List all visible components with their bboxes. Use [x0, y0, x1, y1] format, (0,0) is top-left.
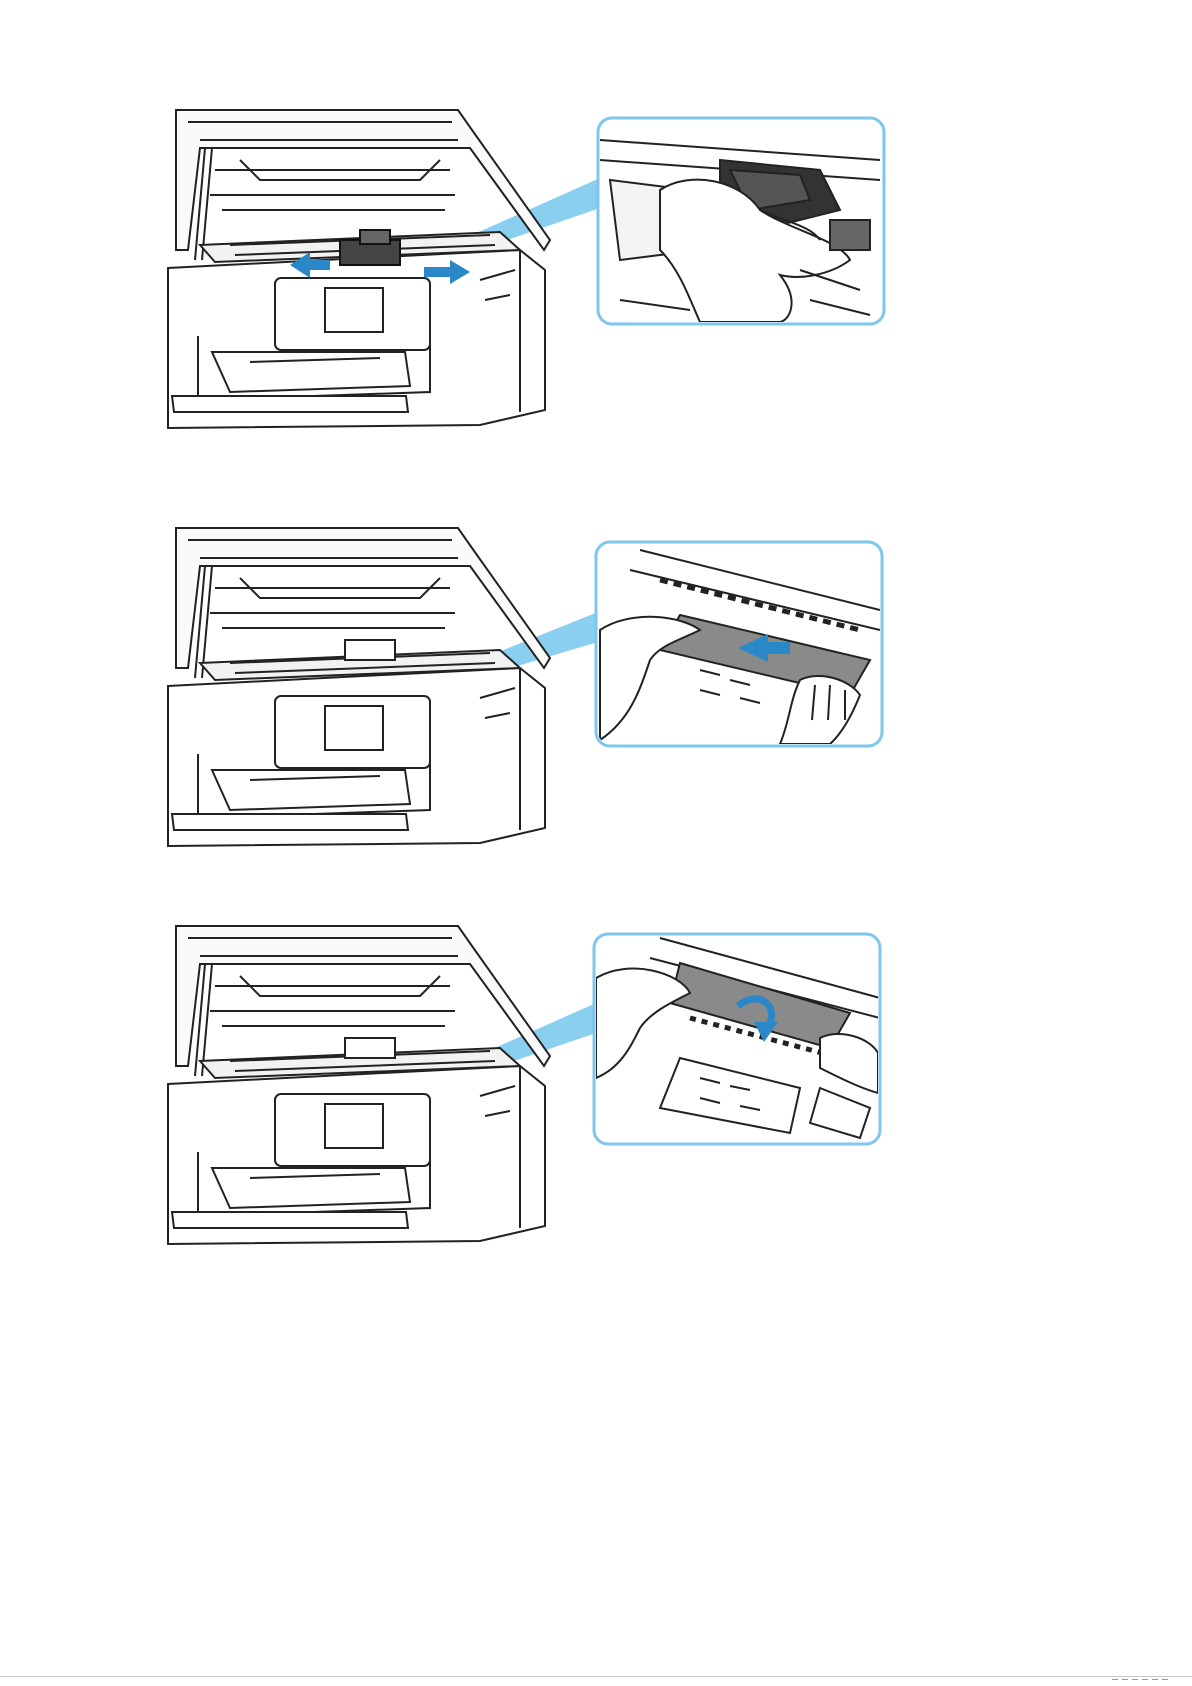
callout-detail-2	[596, 542, 882, 746]
step-3-illustration	[0, 918, 1192, 1253]
printer-illustration-1	[0, 100, 1192, 445]
printer-icon	[168, 926, 550, 1244]
printer-illustration-3	[0, 918, 1192, 1253]
printer-icon	[168, 110, 550, 428]
callout-detail-1	[598, 118, 884, 324]
printer-illustration-2	[0, 520, 1192, 855]
callout-detail-3	[594, 934, 880, 1144]
step-2-illustration	[0, 520, 1192, 855]
footer-marks	[1112, 1679, 1168, 1684]
printer-icon	[168, 528, 550, 846]
step-1-illustration	[0, 100, 1192, 445]
